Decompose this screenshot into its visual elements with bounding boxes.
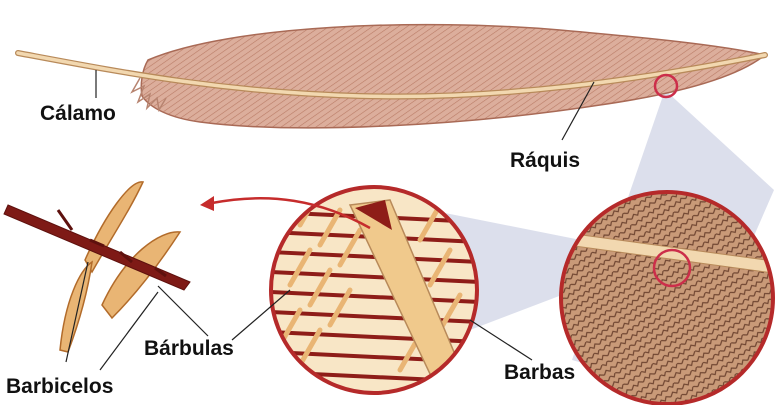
label-barbas: Barbas [504, 362, 575, 383]
label-raquis: Ráquis [510, 150, 580, 171]
label-barbicelos: Barbicelos [6, 376, 113, 397]
label-barbulas: Bárbulas [144, 338, 234, 359]
barbicels-detail [4, 182, 190, 352]
label-calamo: Cálamo [40, 103, 116, 124]
barbas-leader [470, 320, 532, 360]
barbulas-leader-left [158, 286, 208, 336]
